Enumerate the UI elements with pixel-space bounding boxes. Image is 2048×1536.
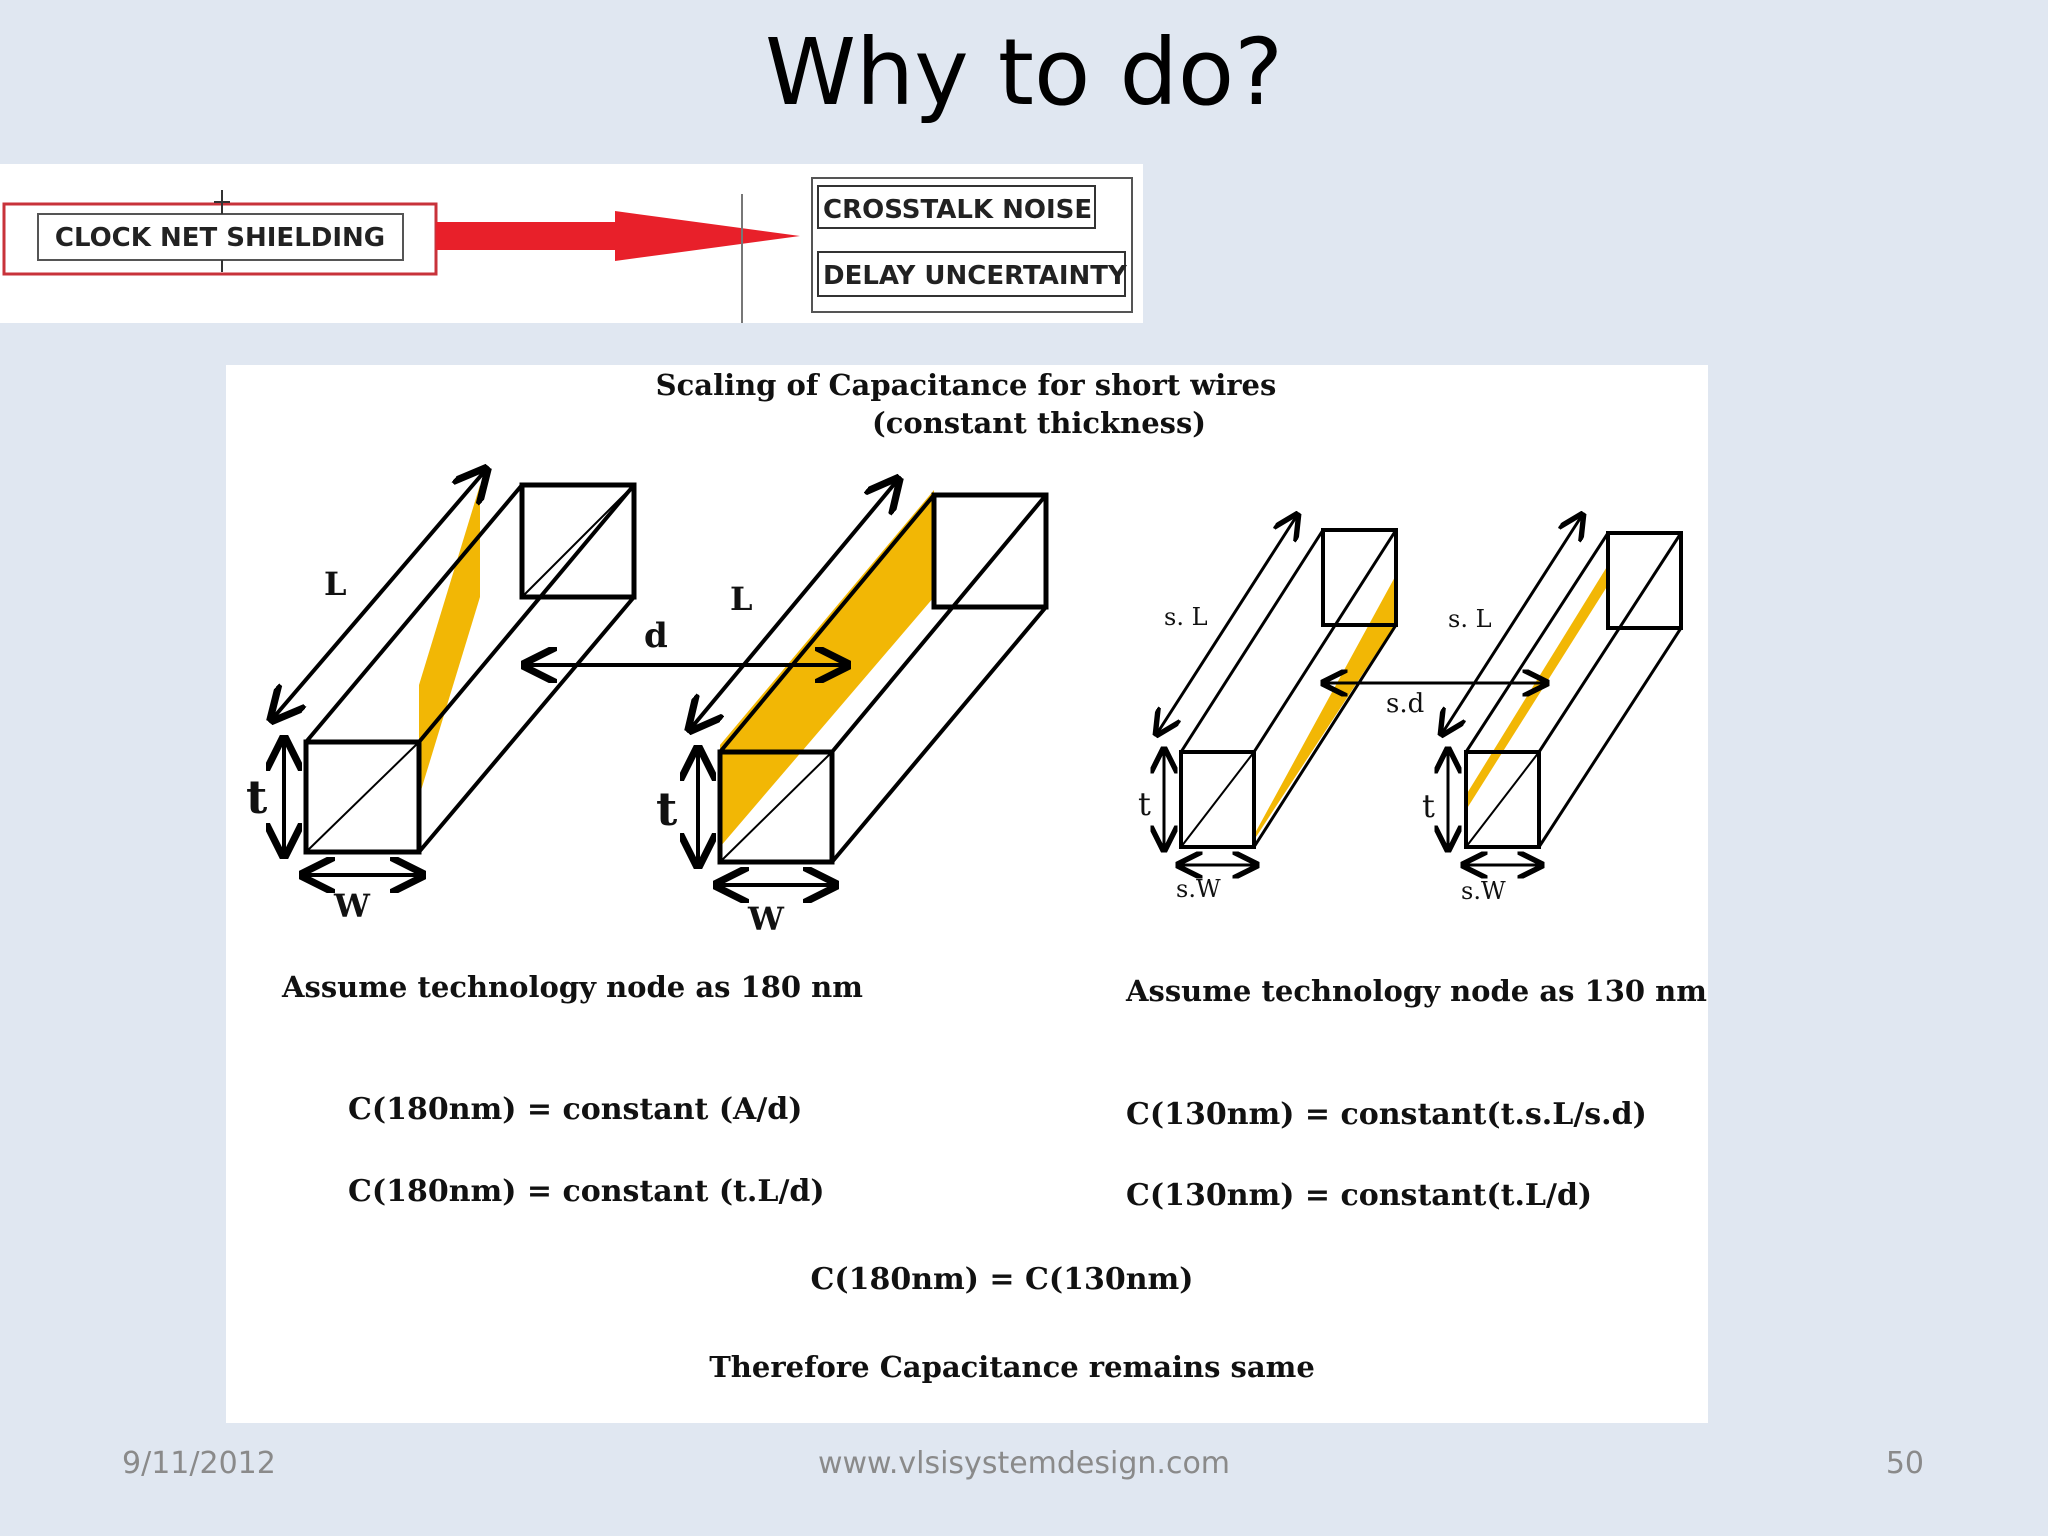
equation-130nm-2: C(130nm) = constant(t.L/d) <box>1126 1178 1592 1213</box>
label-L-right: L <box>730 580 753 618</box>
equation-180nm-2: C(180nm) = constant (t.L/d) <box>348 1174 825 1209</box>
label-sL-right: s. L <box>1448 605 1492 633</box>
clock-net-shielding-label: CLOCK NET SHIELDING <box>55 223 385 253</box>
label-W-left: W <box>333 887 371 925</box>
label-t-left-130: t <box>1138 785 1151 823</box>
crosstalk-noise-label: CROSSTALK NOISE <box>823 195 1092 225</box>
label-L-left: L <box>324 565 347 603</box>
conclusion-text: Therefore Capacitance remains same <box>709 1350 1315 1384</box>
label-t-left: t <box>246 770 268 824</box>
source-inner-box <box>37 213 404 261</box>
label-d: d <box>644 616 668 656</box>
footer-website: www.vlsisystemdesign.com <box>817 1446 1231 1481</box>
figure-subtitle: (constant thickness) <box>872 406 1206 440</box>
red-arrow-icon <box>436 211 800 261</box>
equation-result: C(180nm) = C(130nm) <box>811 1262 1194 1297</box>
shielding-diagram: CLOCK NET SHIELDING CROSSTALK NOISE DELA… <box>2 177 1133 323</box>
wire-right-130nm <box>1464 531 1683 849</box>
crosstalk-box <box>817 185 1096 229</box>
delay-box <box>817 251 1126 297</box>
caption-130nm: Assume technology node as 130 nm <box>1125 974 1707 1008</box>
label-W-right: W <box>747 900 785 938</box>
figure-title: Scaling of Capacitance for short wires <box>656 368 1277 402</box>
delay-uncertainty-label: DELAY UNCERTAINTY <box>823 261 1128 291</box>
label-sd: s.d <box>1386 689 1424 719</box>
dimension-arrows-180nm <box>274 472 896 885</box>
wire-left-130nm <box>1179 528 1398 849</box>
label-t-right: t <box>656 782 678 836</box>
targets-outer-box <box>811 177 1133 313</box>
equation-130nm-1: C(130nm) = constant(t.s.L/s.d) <box>1126 1097 1647 1132</box>
wire-left-180nm <box>303 482 637 855</box>
wire-right-180nm <box>717 490 1049 865</box>
label-t-right-130: t <box>1422 787 1435 825</box>
footer-page-number: 50 <box>1885 1446 1924 1481</box>
shielding-banner: CLOCK NET SHIELDING CROSSTALK NOISE DELA… <box>0 164 1143 323</box>
label-sW-right: s.W <box>1461 877 1506 905</box>
caption-180nm: Assume technology node as 180 nm <box>281 970 863 1004</box>
equation-180nm-1: C(180nm) = constant (A/d) <box>348 1092 802 1127</box>
footer-date: 9/11/2012 <box>122 1446 276 1481</box>
label-sW-left: s.W <box>1176 875 1221 903</box>
capacitance-figure: Scaling of Capacitance for short wires (… <box>226 365 1708 1423</box>
slide-title: Why to do? <box>764 19 1284 126</box>
capacitance-diagram: Scaling of Capacitance for short wires (… <box>246 368 1707 1384</box>
dimension-arrows-130nm <box>1158 517 1581 865</box>
label-sL-left: s. L <box>1164 603 1208 631</box>
